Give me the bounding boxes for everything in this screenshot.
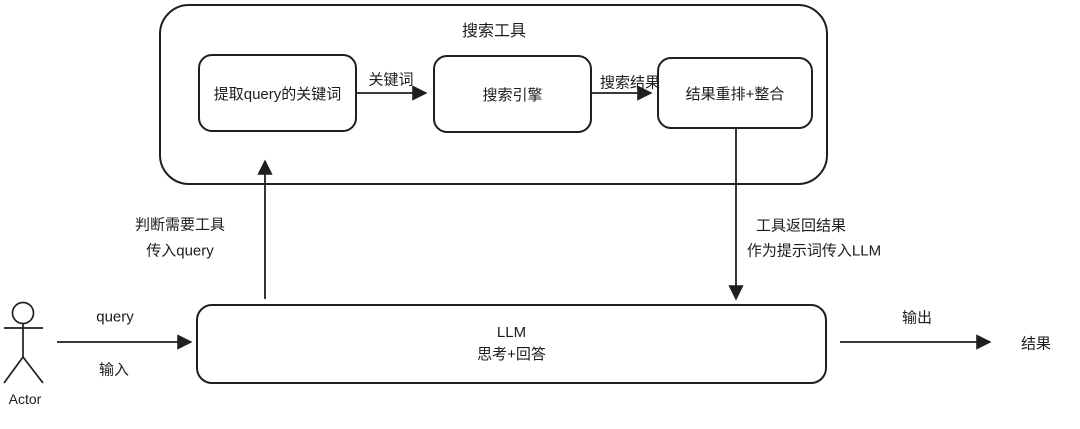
label-output: 输出 — [901, 309, 933, 327]
node-rerank-merge-label: 结果重排+整合 — [685, 85, 785, 103]
node-llm-subtitle: 思考+回答 — [477, 346, 546, 363]
node-search-engine-label: 搜索引擎 — [482, 86, 543, 104]
search-tool-container — [159, 4, 828, 185]
label-pass-query: 传入query — [146, 242, 214, 260]
label-need-tool: 判断需要工具 — [134, 216, 226, 234]
node-llm-title: LLM — [496, 324, 527, 342]
label-query: query — [96, 308, 134, 326]
node-llm: LLM 思考+回答 — [196, 304, 827, 384]
node-extract-keywords-label: 提取query的关键词 — [213, 85, 342, 103]
node-search-engine: 搜索引擎 — [433, 55, 592, 133]
label-keywords: 关键词 — [368, 71, 414, 89]
node-rerank-merge: 结果重排+整合 — [657, 57, 813, 129]
actor-leg-left — [3, 356, 24, 384]
actor-head — [11, 301, 35, 325]
label-search-results: 搜索结果 — [599, 74, 661, 92]
actor-leg-right — [22, 356, 44, 384]
search-tool-title: 搜索工具 — [461, 23, 527, 40]
actor-figure — [3, 301, 44, 384]
label-input: 输入 — [98, 361, 130, 379]
actor-label: Actor — [8, 391, 42, 407]
label-as-prompt: 作为提示词传入LLM — [746, 242, 882, 260]
result-label: 结果 — [1020, 335, 1052, 353]
label-tool-return: 工具返回结果 — [755, 217, 847, 235]
node-extract-keywords: 提取query的关键词 — [198, 54, 357, 132]
